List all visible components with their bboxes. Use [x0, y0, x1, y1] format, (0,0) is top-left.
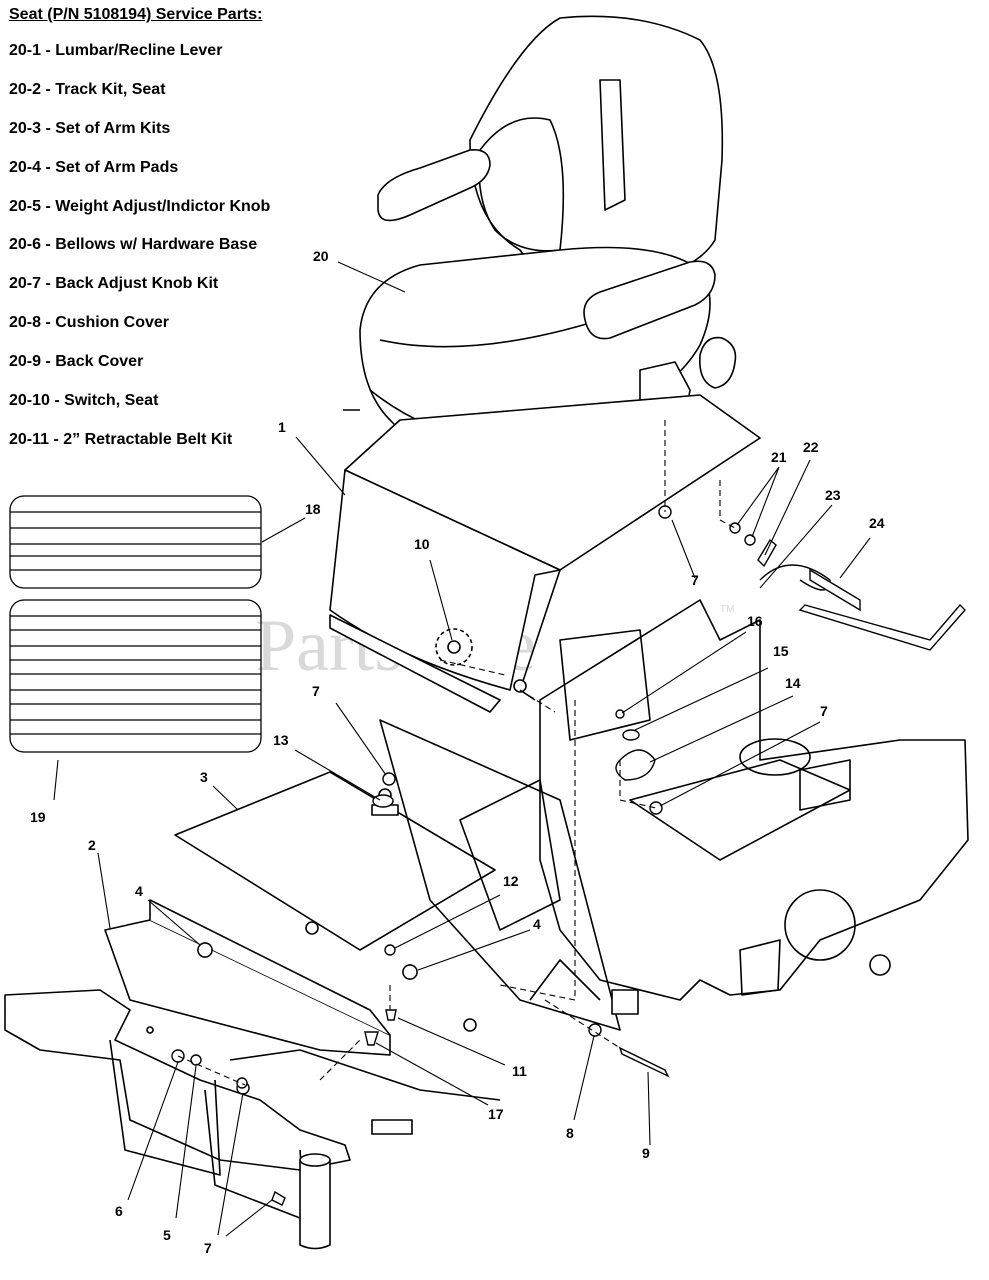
decal-18 [9, 495, 262, 589]
seat-pan-1 [329, 394, 761, 713]
part-item-20-8: 20-8 - Cushion Cover [9, 314, 170, 332]
decal-19 [9, 599, 262, 753]
seat-side-gear [698, 336, 737, 389]
leader-lines [53, 261, 871, 1237]
part-item-20-4: 20-4 - Set of Arm Pads [9, 158, 179, 176]
callout-20: 20 [313, 248, 329, 264]
front-frame [4, 989, 501, 1250]
callout-16: 16 [747, 613, 763, 629]
callout-7-lower: 7 [204, 1240, 212, 1256]
part-item-20-6: 20-6 - Bellows w/ Hardware Base [9, 236, 258, 254]
callout-21: 21 [771, 449, 787, 465]
washer-21a [729, 522, 741, 534]
assembly-lines [177, 420, 736, 1086]
callout-7-right: 7 [820, 703, 828, 719]
nut-7-mid [382, 772, 396, 786]
callout-13: 13 [273, 732, 289, 748]
bumper-4a [197, 942, 213, 958]
callout-8: 8 [566, 1125, 574, 1141]
callout-7-upper: 7 [691, 572, 699, 588]
nut-12 [384, 944, 396, 956]
seat-backrest-panel [599, 79, 626, 211]
seat-cushion-groove [379, 319, 601, 348]
seat-backrest [469, 15, 724, 291]
bolt-11 [385, 1009, 397, 1021]
part-item-20-7: 20-7 - Back Adjust Knob Kit [9, 275, 219, 293]
callout-6: 6 [115, 1203, 123, 1219]
callout-19: 19 [30, 809, 46, 825]
callout-4-left: 4 [135, 883, 143, 899]
seat-plate-3 [174, 771, 496, 951]
seat-support-bracket-2 [104, 899, 477, 1056]
callout-10: 10 [414, 536, 430, 552]
callout-18: 18 [305, 501, 321, 517]
callout-2: 2 [88, 837, 96, 853]
callout-24: 24 [869, 515, 885, 531]
callout-3: 3 [200, 769, 208, 785]
knob-13 [372, 794, 394, 808]
part-item-20-9: 20-9 - Back Cover [9, 353, 144, 371]
washer-15 [622, 729, 640, 741]
washer-5 [190, 1054, 202, 1066]
screw-lower [271, 1190, 286, 1206]
parts-list-title: Seat (P/N 5108194) Service Parts: [9, 6, 263, 23]
spring-22 [757, 538, 777, 568]
seat-lumbar-pad [478, 117, 565, 252]
washer-21b [744, 534, 756, 546]
part-item-20-3: 20-3 - Set of Arm Kits [9, 119, 171, 137]
left-armrest-pad [377, 148, 491, 222]
mower-frame [379, 599, 969, 1031]
callout-7-mid: 7 [312, 683, 320, 699]
spring-14 [615, 749, 656, 781]
callout-1: 1 [278, 419, 286, 435]
callout-4-right: 4 [533, 916, 541, 932]
callout-14: 14 [785, 675, 801, 691]
part-item-20-5: 20-5 - Weight Adjust/Indictor Knob [9, 197, 271, 215]
service-parts-list: Seat (P/N 5108194) Service Parts: 20-1 -… [9, 6, 270, 469]
seat-assembly [343, 15, 737, 451]
part-item-20-2: 20-2 - Track Kit, Seat [9, 80, 166, 98]
callout-labels: 20 1 18 10 19 21 22 23 24 7 16 15 14 7 7… [30, 248, 885, 1256]
right-armrest-pad [583, 260, 716, 340]
part-item-20-1: 20-1 - Lumbar/Recline Lever [9, 42, 223, 59]
washer-8 [588, 1023, 602, 1037]
callout-15: 15 [773, 643, 789, 659]
callout-11: 11 [512, 1063, 527, 1079]
rod-24 [798, 603, 966, 651]
callout-9: 9 [642, 1145, 650, 1161]
washer-7-small [236, 1077, 248, 1089]
callout-17: 17 [488, 1106, 504, 1122]
callout-23: 23 [825, 487, 841, 503]
nut-7-right [649, 801, 663, 815]
callout-12: 12 [503, 873, 519, 889]
bolt-9 [618, 1046, 670, 1078]
bumper-4b [402, 964, 418, 980]
bolt-17 [364, 1031, 379, 1046]
callout-22: 22 [803, 439, 819, 455]
part-item-20-10: 20-10 - Switch, Seat [9, 392, 159, 410]
callout-5: 5 [163, 1227, 171, 1243]
pin-16 [615, 709, 625, 719]
hardware-parts [171, 505, 966, 1206]
watermark-trademark: TM [720, 604, 734, 615]
part-item-20-11: 20-11 - 2” Retractable Belt Kit [9, 430, 233, 448]
